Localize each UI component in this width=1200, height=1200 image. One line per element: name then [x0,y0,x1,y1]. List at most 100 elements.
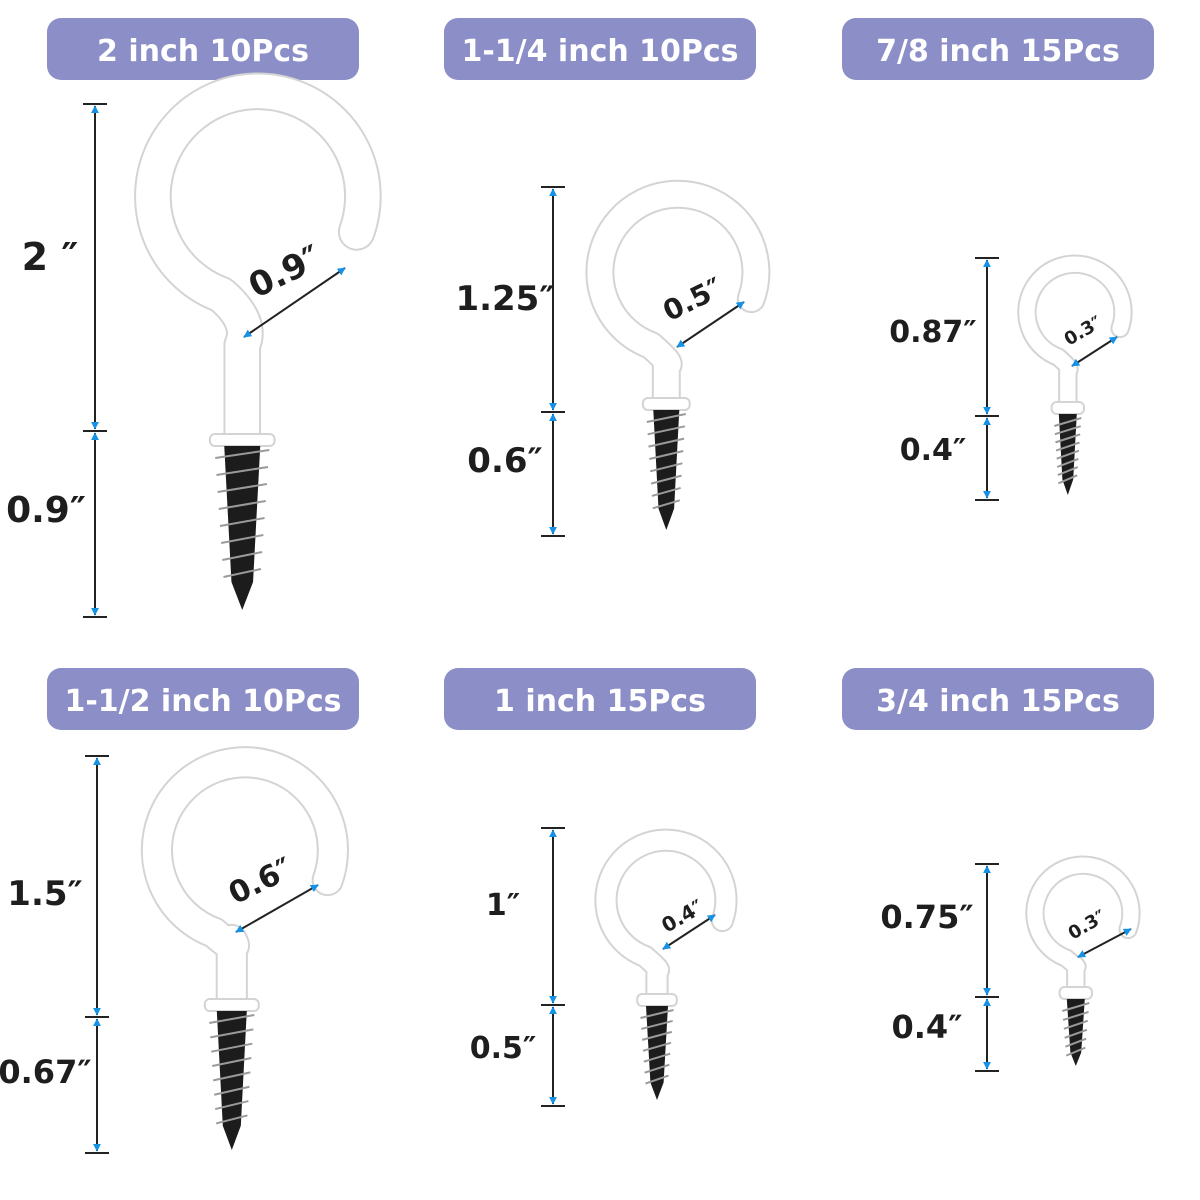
size-badge-1 [47,18,359,80]
hook-panel-3: 7/8 inch 15Pcs 0.87″ 0.4″ 0.3″ [842,18,1154,501]
hook-length-label-1: 2 ″ [22,235,79,279]
screw-thread-4-6 [214,1100,249,1111]
screw-shank-5 [646,1006,668,1100]
opening-label-3: 0.3″ [1061,312,1106,350]
hook-body-5 [596,830,736,1010]
washer-1 [208,433,276,447]
screw-thread-1-7 [223,568,262,578]
size-badge-5 [444,668,756,730]
screw-thread-1-3 [218,500,266,510]
screw-thread-5-3 [642,1041,672,1052]
hook-length-label-4: 1.5″ [7,874,82,914]
hook-panel-6: 3/4 inch 15Pcs 0.75″ 0.4″ 0.3″ [842,668,1154,1072]
screw-thread-1-5 [220,534,264,544]
opening-arrow-1 [243,267,346,338]
hook-length-label-2: 1.25″ [455,279,554,319]
screw-thread-4-1 [210,1028,254,1039]
screw-thread-2-5 [650,474,682,485]
screw-thread-5-1 [641,1019,673,1030]
screw-length-label-3: 0.4″ [900,433,967,468]
size-badge-2 [444,18,756,80]
screw-thread-4-4 [213,1071,251,1082]
screw-length-label-5: 0.5″ [470,1031,537,1066]
opening-label-1: 0.9″ [243,238,328,307]
screw-thread-1-2 [217,483,268,493]
washer-4 [203,998,260,1012]
size-badge-label-5: 1 inch 15Pcs [494,684,706,719]
hook-length-label-3: 0.87″ [889,315,976,350]
screw-thread-3-7 [1058,474,1078,485]
opening-label-6: 0.3″ [1065,906,1110,944]
opening-arrow-3 [1071,336,1118,367]
screw-thread-6-3 [1064,1028,1088,1039]
hook-length-label-6: 0.75″ [880,898,973,936]
screw-thread-5-6 [645,1074,669,1085]
washer-3 [1050,401,1085,415]
screw-thread-2-3 [649,450,684,460]
screw-thread-4-7 [215,1114,248,1125]
screw-thread-3-2 [1055,433,1081,444]
hook-body-6 [1027,857,1139,1001]
opening-arrow-4 [235,884,319,933]
opening-arrow-5 [662,914,716,950]
screw-thread-3-0 [1054,417,1082,427]
opening-arrow-6 [1077,928,1132,958]
screw-thread-5-4 [643,1052,671,1063]
hook-body-1 [136,74,380,457]
screw-thread-1-4 [219,517,265,527]
size-badge-label-1: 2 inch 10Pcs [97,34,309,69]
screw-thread-2-6 [651,486,681,497]
screw-thread-2-0 [646,413,687,423]
opening-arrow-2 [676,301,745,348]
screw-thread-6-5 [1065,1046,1086,1057]
screw-length-label-2: 0.6″ [467,441,542,481]
screw-thread-6-1 [1062,1010,1089,1021]
screw-thread-1-1 [216,466,269,476]
hook-panel-1: 2 inch 10Pcs 2 ″ 0.9″ 0.9″ [6,18,382,618]
size-badge-label-3: 7/8 inch 15Pcs [876,34,1120,69]
screw-thread-2-4 [649,462,683,473]
screw-thread-3-1 [1054,425,1082,436]
screw-thread-3-6 [1057,466,1079,477]
screw-thread-4-0 [209,1014,255,1024]
screw-thread-3-4 [1056,449,1080,460]
size-badge-label-6: 3/4 inch 15Pcs [876,684,1120,719]
screw-thread-5-5 [644,1063,670,1074]
screw-length-label-1: 0.9″ [6,490,86,531]
size-badge-6 [842,668,1154,730]
size-badge-label-4: 1-1/2 inch 10Pcs [64,684,341,719]
washer-5 [636,993,678,1007]
size-badge-4 [47,668,359,730]
screw-thread-1-6 [222,551,263,561]
screw-thread-4-5 [213,1085,250,1096]
screw-thread-3-3 [1055,441,1080,452]
screw-thread-4-3 [212,1057,252,1068]
screw-thread-5-2 [641,1030,673,1041]
washer-6 [1058,986,1093,1000]
screw-shank-2 [653,410,680,530]
screw-thread-2-1 [647,425,686,436]
screw-length-label-4: 0.67″ [0,1053,92,1091]
opening-label-5: 0.4″ [657,894,707,937]
screw-thread-5-0 [640,1009,674,1019]
size-badge-3 [842,18,1154,80]
screw-thread-3-5 [1056,457,1079,468]
screw-thread-2-2 [648,437,685,448]
hook-panel-5: 1 inch 15Pcs 1″ 0.5″ 0.4″ [444,668,756,1107]
screw-thread-2-7 [652,499,681,510]
hook-body-2 [587,181,769,417]
screw-thread-4-2 [211,1042,253,1053]
screw-thread-6-4 [1065,1037,1087,1048]
screw-length-label-6: 0.4″ [892,1008,963,1046]
screw-thread-1-0 [215,449,270,459]
washer-2 [641,397,691,411]
hook-length-label-5: 1″ [486,888,520,923]
size-badge-label-2: 1-1/4 inch 10Pcs [461,34,738,69]
screw-thread-6-2 [1063,1019,1089,1030]
hook-body-3 [1019,256,1131,416]
hook-body-4 [142,748,347,1020]
screw-thread-6-0 [1062,1002,1090,1012]
